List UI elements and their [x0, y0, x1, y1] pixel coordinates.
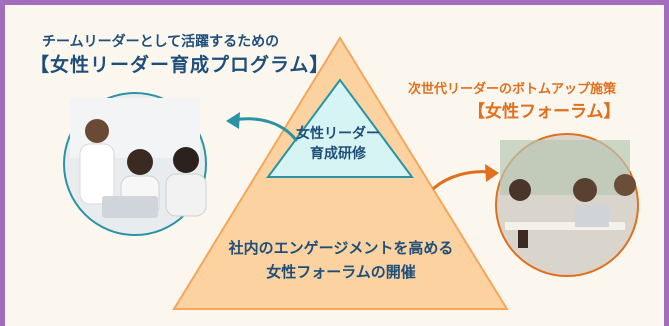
- arrow-left: [232, 117, 298, 142]
- right-program-title: 【女性フォーラム】: [468, 102, 621, 122]
- pyramid-top-label-line2: 育成研修: [310, 146, 366, 162]
- photo-right: [495, 133, 639, 277]
- arrow-right: [432, 170, 492, 190]
- right-subtitle: 次世代リーダーのボトムアップ施策: [408, 82, 617, 97]
- pyramid-top-label: 女性リーダー 育成研修: [268, 124, 408, 164]
- arrow-right-head: [485, 164, 499, 182]
- left-program-title: 【女性リーダー育成プログラム】: [30, 54, 330, 76]
- pyramid-base-label: 社内のエンゲージメントを高める 女性フォーラムの開催: [196, 236, 486, 284]
- pyramid-base-label-line1: 社内のエンゲージメントを高める: [228, 239, 454, 257]
- left-subtitle: チームリーダーとして活躍するための: [42, 34, 280, 50]
- arrow-left-head: [226, 112, 240, 129]
- pyramid-base-label-line2: 女性フォーラムの開催: [266, 263, 416, 281]
- pyramid-top-label-line1: 女性リーダー: [296, 126, 380, 142]
- pyramid-top: [266, 78, 414, 178]
- photo-left: [63, 92, 207, 236]
